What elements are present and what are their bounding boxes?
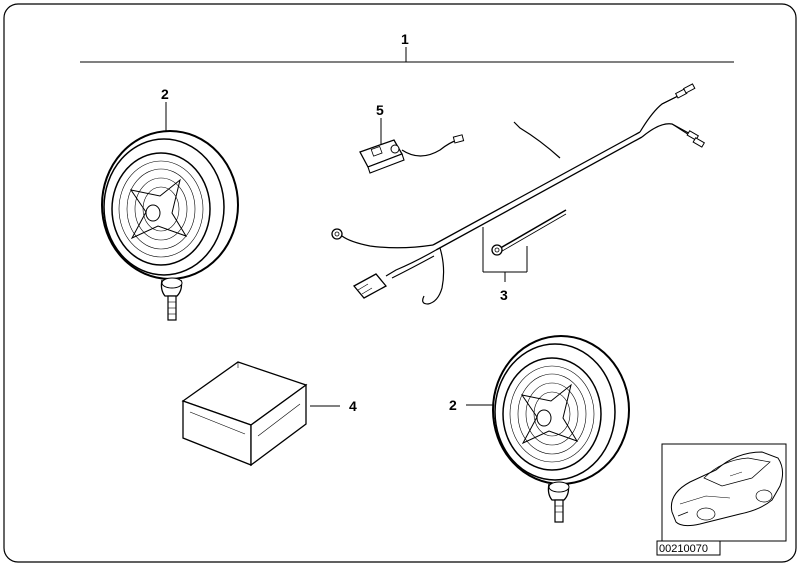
assembly-leader — [80, 47, 734, 63]
callout-3: 3 — [500, 287, 508, 303]
fog-lamp-right — [466, 335, 630, 523]
harness-bracket — [482, 227, 528, 282]
wiring-harness — [331, 83, 706, 305]
callout-4: 4 — [349, 398, 357, 414]
diagram-frame — [3, 3, 797, 563]
fog-lamp-left — [101, 102, 239, 321]
callout-5: 5 — [376, 102, 384, 118]
kit-box — [181, 361, 340, 467]
callout-2-left: 2 — [161, 86, 169, 102]
vehicle-thumbnail — [661, 443, 787, 542]
diagram-code-box — [656, 540, 721, 556]
callout-2-right: 2 — [449, 397, 457, 413]
relay-part — [359, 118, 465, 174]
diagram-code: 00210070 — [659, 543, 708, 555]
callout-1: 1 — [401, 31, 409, 47]
